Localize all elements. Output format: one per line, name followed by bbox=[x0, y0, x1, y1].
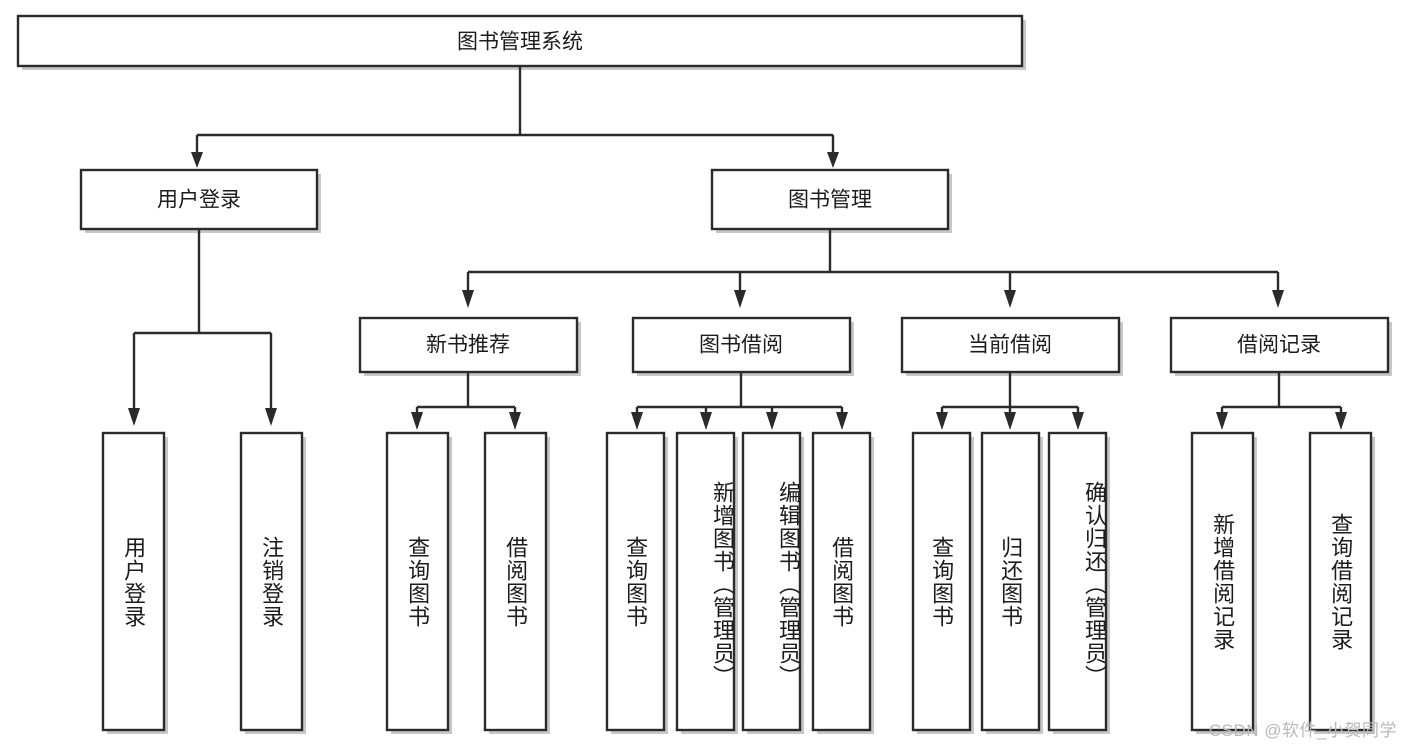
watermark-text: CSDN @软件_小贺同学 bbox=[1208, 721, 1397, 740]
connector-borrow-record-children bbox=[1216, 372, 1347, 430]
node-user-login-label: 用户登录 bbox=[157, 189, 241, 212]
leaf-book-borrow-3[interactable] bbox=[811, 431, 874, 734]
leaf-user-login-0[interactable] bbox=[101, 431, 168, 734]
node-book-management-label: 图书管理 bbox=[788, 189, 872, 212]
leaf-book-borrow-1[interactable] bbox=[675, 431, 738, 734]
leaf-new-book-recommend-1[interactable] bbox=[483, 431, 550, 734]
node-current-borrow[interactable]: 当前借阅 bbox=[900, 316, 1123, 376]
node-current-borrow-label: 当前借阅 bbox=[968, 334, 1052, 357]
leaf-user-login-1[interactable] bbox=[239, 431, 306, 734]
connector-book-borrow-children bbox=[631, 372, 848, 430]
connector-current-borrow-children bbox=[936, 372, 1084, 430]
node-root-label: 图书管理系统 bbox=[457, 31, 583, 54]
leaf-current-borrow-1[interactable] bbox=[980, 431, 1043, 734]
node-borrow-record[interactable]: 借阅记录 bbox=[1169, 316, 1392, 376]
connector-root-trunk bbox=[191, 66, 839, 168]
connector-book-management-children bbox=[462, 229, 1284, 308]
node-book-borrow-label: 图书借阅 bbox=[699, 334, 783, 357]
node-user-login[interactable]: 用户登录 bbox=[79, 168, 321, 233]
connector-user-login-children bbox=[128, 229, 277, 426]
leaf-current-borrow-0[interactable] bbox=[911, 431, 974, 734]
leaf-book-borrow-0[interactable] bbox=[605, 431, 668, 734]
node-book-management[interactable]: 图书管理 bbox=[710, 168, 952, 233]
node-borrow-record-label: 借阅记录 bbox=[1237, 334, 1321, 357]
leaf-book-borrow-2[interactable] bbox=[741, 431, 804, 734]
node-new-book-recommend-label: 新书推荐 bbox=[426, 334, 510, 357]
node-new-book-recommend[interactable]: 新书推荐 bbox=[358, 316, 581, 376]
leaf-borrow-record-0[interactable] bbox=[1190, 431, 1257, 734]
node-book-borrow[interactable]: 图书借阅 bbox=[631, 316, 854, 376]
leaf-borrow-record-1[interactable] bbox=[1308, 431, 1375, 734]
leaf-current-borrow-2[interactable] bbox=[1047, 431, 1110, 734]
connector-new-book-recommend-children bbox=[411, 372, 521, 430]
leaf-new-book-recommend-0[interactable] bbox=[385, 431, 452, 734]
node-root[interactable]: 图书管理系统 bbox=[16, 14, 1026, 70]
